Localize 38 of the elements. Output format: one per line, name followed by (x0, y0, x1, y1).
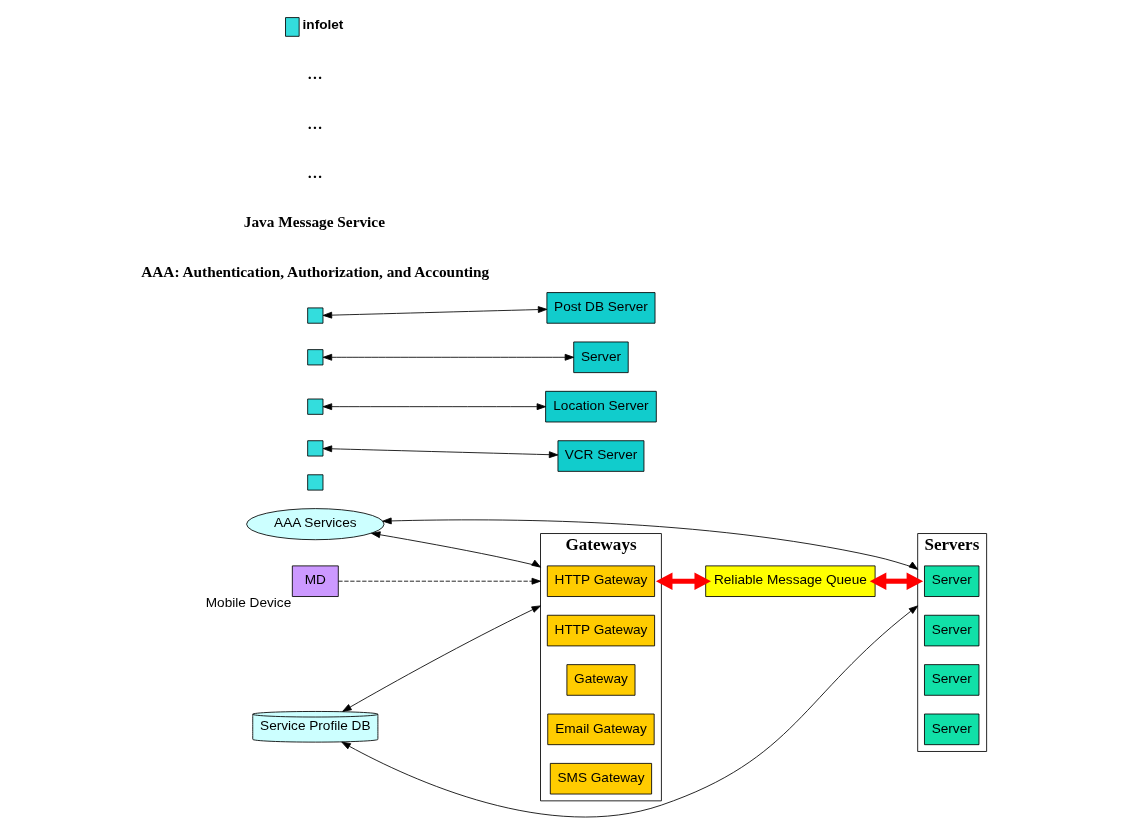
node-box (307, 307, 324, 324)
arrow (322, 353, 575, 361)
node-box: Server (924, 614, 980, 647)
legend-label: infolet (302, 17, 344, 33)
node-box (307, 398, 324, 415)
node-box (307, 474, 324, 491)
arrow (342, 605, 541, 712)
node-box: Server (924, 664, 980, 696)
label: … (307, 65, 323, 83)
node-box: Reliable Message Queue (705, 565, 876, 597)
node-box: VCR Server (557, 440, 645, 472)
node-box: Location Server (545, 390, 657, 423)
node-box (307, 349, 324, 366)
arrow (338, 577, 541, 585)
label: Java Message Service (243, 213, 385, 231)
node-box: HTTP Gateway (546, 614, 656, 647)
label: … (307, 114, 323, 132)
label: AAA: Authentication, Authorization, and Accounting (141, 262, 490, 280)
arrow (869, 572, 924, 590)
node-box: HTTP Gateway (546, 565, 656, 597)
node-box: Email Gateway (547, 713, 655, 746)
arrow (322, 403, 547, 411)
arrow (322, 306, 548, 319)
arrow (655, 572, 712, 590)
arrow (322, 445, 559, 459)
node-box: SMS Gateway (549, 762, 653, 795)
node-box (307, 440, 324, 457)
arrow (341, 605, 919, 818)
node-box: Post DB Server (546, 292, 656, 324)
node-box: Server (924, 565, 980, 597)
label: … (307, 163, 323, 181)
node-box: Gateway (566, 664, 636, 696)
arrow (382, 517, 919, 570)
node-box: MD (291, 565, 339, 597)
node-box: Server (924, 713, 980, 746)
node-box: Server (573, 341, 629, 374)
node-label: Mobile Device (205, 595, 292, 611)
arrow (371, 531, 541, 568)
